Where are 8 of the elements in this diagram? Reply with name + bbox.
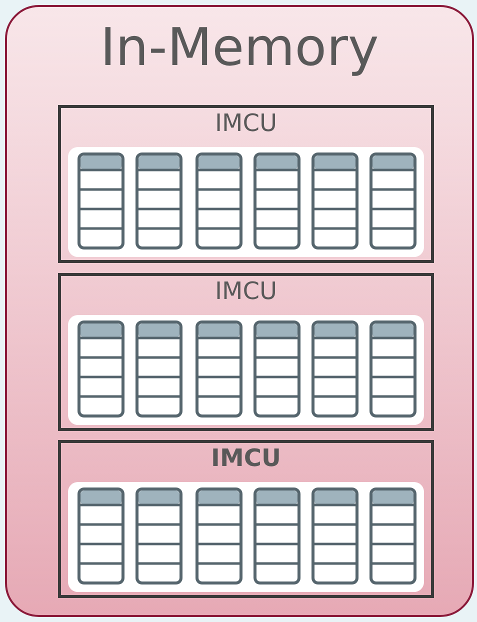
imcu-box xyxy=(58,105,434,263)
unit-label: IMCU xyxy=(211,445,281,473)
unit-label: IMCU xyxy=(214,110,278,138)
unit-label: IMCU xyxy=(214,278,278,306)
memory-container xyxy=(5,5,474,617)
imcu-box xyxy=(58,273,434,431)
imcu-box xyxy=(58,440,434,598)
container-title: In-Memory xyxy=(100,19,379,79)
